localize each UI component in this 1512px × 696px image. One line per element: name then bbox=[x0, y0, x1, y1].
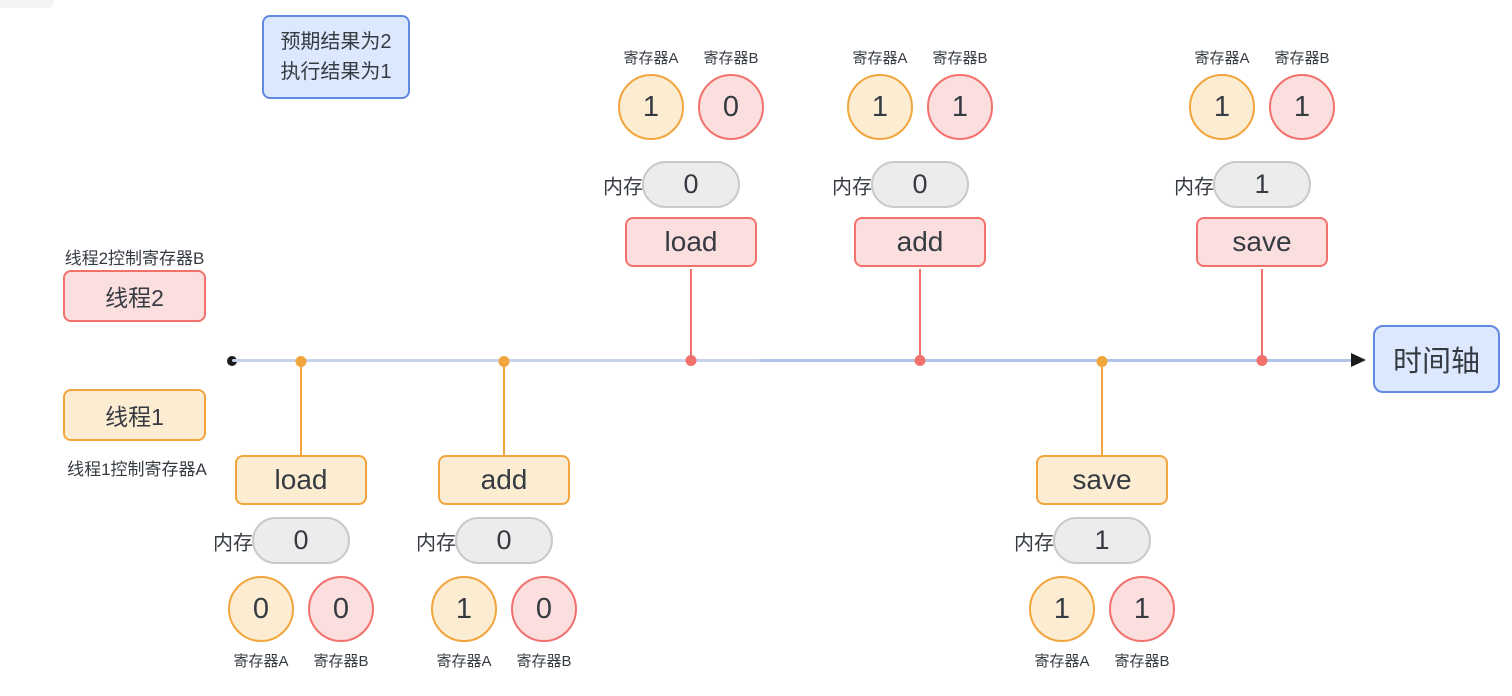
register-b-value: 0 bbox=[722, 90, 740, 123]
register-b-value: 1 bbox=[1133, 592, 1151, 625]
memory-label: 内存 bbox=[1013, 532, 1054, 554]
event-t1-load: load 内存 0 0 0 寄存器A 寄存器B bbox=[212, 356, 386, 673]
register-b-label: 寄存器B bbox=[1274, 50, 1330, 67]
memory-label: 内存 bbox=[1173, 176, 1214, 198]
register-b-value: 0 bbox=[535, 592, 553, 625]
connector-line bbox=[1256, 269, 1268, 366]
timeline-arrowhead-icon bbox=[1351, 353, 1366, 367]
register-b-label: 寄存器B bbox=[313, 653, 369, 670]
timeline-event-dot bbox=[295, 356, 307, 367]
memory-label: 内存 bbox=[831, 176, 872, 198]
memory-pill[interactable]: 0 bbox=[455, 517, 553, 564]
memory-pill[interactable]: 1 bbox=[1053, 517, 1151, 564]
register-b-circle[interactable]: 1 bbox=[1109, 576, 1175, 642]
memory-pill[interactable]: 0 bbox=[871, 161, 969, 208]
register-a-circle[interactable]: 1 bbox=[847, 74, 913, 140]
op-box[interactable]: add bbox=[438, 455, 570, 505]
memory-value: 0 bbox=[293, 525, 309, 555]
thread1-note: 线程1控制寄存器A bbox=[67, 460, 207, 479]
register-b-label: 寄存器B bbox=[1114, 653, 1170, 670]
thread1-label-box[interactable]: 线程1 bbox=[63, 389, 206, 441]
timeline-event-dot bbox=[498, 356, 510, 367]
timeline-label-box[interactable]: 时间轴 bbox=[1373, 325, 1500, 393]
event-t2-add: 寄存器A 寄存器B 1 1 内存 0 add bbox=[831, 47, 1005, 366]
register-a-label: 寄存器A bbox=[436, 653, 492, 670]
thread2-note: 线程2控制寄存器B bbox=[64, 249, 205, 268]
op-box[interactable]: save bbox=[1196, 217, 1328, 267]
thread2-label-box[interactable]: 线程2 bbox=[63, 270, 206, 322]
register-a-circle[interactable]: 1 bbox=[431, 576, 497, 642]
register-a-label: 寄存器A bbox=[852, 50, 908, 67]
register-b-label: 寄存器B bbox=[516, 653, 572, 670]
op-box[interactable]: load bbox=[235, 455, 367, 505]
event-t1-add: add 内存 0 1 0 寄存器A 寄存器B bbox=[415, 356, 589, 673]
event-t2-load: 寄存器A 寄存器B 1 0 内存 0 load bbox=[602, 47, 776, 366]
timeline-event-dot bbox=[914, 355, 926, 366]
register-b-circle[interactable]: 1 bbox=[1269, 74, 1335, 140]
register-a-value: 1 bbox=[1213, 90, 1231, 123]
register-b-value: 1 bbox=[951, 90, 969, 123]
connector-line bbox=[685, 269, 697, 366]
register-a-value: 1 bbox=[642, 90, 660, 123]
timeline-event-dot bbox=[1256, 355, 1268, 366]
memory-value: 0 bbox=[496, 525, 512, 555]
register-b-circle[interactable]: 1 bbox=[927, 74, 993, 140]
memory-value: 1 bbox=[1094, 525, 1110, 555]
register-a-circle[interactable]: 0 bbox=[228, 576, 294, 642]
register-a-circle[interactable]: 1 bbox=[1189, 74, 1255, 140]
window-edge-artifact bbox=[0, 0, 54, 8]
register-a-label: 寄存器A bbox=[1034, 653, 1090, 670]
op-box[interactable]: load bbox=[625, 217, 757, 267]
connector-line bbox=[1096, 356, 1108, 456]
op-label: load bbox=[664, 226, 718, 257]
op-label: add bbox=[896, 226, 944, 257]
register-b-circle[interactable]: 0 bbox=[308, 576, 374, 642]
memory-value: 0 bbox=[912, 169, 928, 199]
register-a-circle[interactable]: 1 bbox=[1029, 576, 1095, 642]
register-b-value: 0 bbox=[332, 592, 350, 625]
event-t2-save: 寄存器A 寄存器B 1 1 内存 1 save bbox=[1173, 47, 1347, 366]
memory-pill[interactable]: 0 bbox=[252, 517, 350, 564]
register-a-value: 0 bbox=[252, 592, 270, 625]
op-label: save bbox=[1232, 226, 1292, 257]
op-label: load bbox=[274, 464, 328, 495]
memory-label: 内存 bbox=[415, 532, 456, 554]
register-a-value: 1 bbox=[455, 592, 473, 625]
op-label: add bbox=[480, 464, 528, 495]
event-t1-save: save 内存 1 1 1 寄存器A 寄存器B bbox=[1013, 356, 1187, 673]
register-a-value: 1 bbox=[871, 90, 889, 123]
register-a-value: 1 bbox=[1053, 592, 1071, 625]
register-a-label: 寄存器A bbox=[1194, 50, 1250, 67]
register-a-circle[interactable]: 1 bbox=[618, 74, 684, 140]
connector-line bbox=[914, 269, 926, 366]
register-b-circle[interactable]: 0 bbox=[698, 74, 764, 140]
thread2-label: 线程2 bbox=[105, 285, 164, 311]
memory-value: 1 bbox=[1254, 169, 1270, 199]
register-b-label: 寄存器B bbox=[703, 50, 759, 67]
thread1-label: 线程1 bbox=[105, 404, 164, 430]
timeline-label: 时间轴 bbox=[1392, 346, 1480, 378]
memory-label: 内存 bbox=[212, 532, 253, 554]
register-b-value: 1 bbox=[1293, 90, 1311, 123]
register-a-label: 寄存器A bbox=[623, 50, 679, 67]
register-b-label: 寄存器B bbox=[932, 50, 988, 67]
op-box[interactable]: add bbox=[854, 217, 986, 267]
memory-pill[interactable]: 1 bbox=[1213, 161, 1311, 208]
timeline-event-dot bbox=[685, 355, 697, 366]
memory-label: 内存 bbox=[602, 176, 643, 198]
op-label: save bbox=[1072, 464, 1132, 495]
op-box[interactable]: save bbox=[1036, 455, 1168, 505]
connector-line bbox=[498, 356, 510, 456]
register-b-circle[interactable]: 0 bbox=[511, 576, 577, 642]
result-annotation-box[interactable]: 预期结果为2 执行结果为1 bbox=[262, 15, 410, 99]
timeline-line[interactable] bbox=[232, 359, 1354, 362]
connector-line bbox=[295, 356, 307, 456]
memory-pill[interactable]: 0 bbox=[642, 161, 740, 208]
register-a-label: 寄存器A bbox=[233, 653, 289, 670]
memory-value: 0 bbox=[683, 169, 699, 199]
expected-result-text: 预期结果为2 bbox=[280, 31, 392, 53]
timeline-event-dot bbox=[1096, 356, 1108, 367]
actual-result-text: 执行结果为1 bbox=[280, 61, 392, 83]
